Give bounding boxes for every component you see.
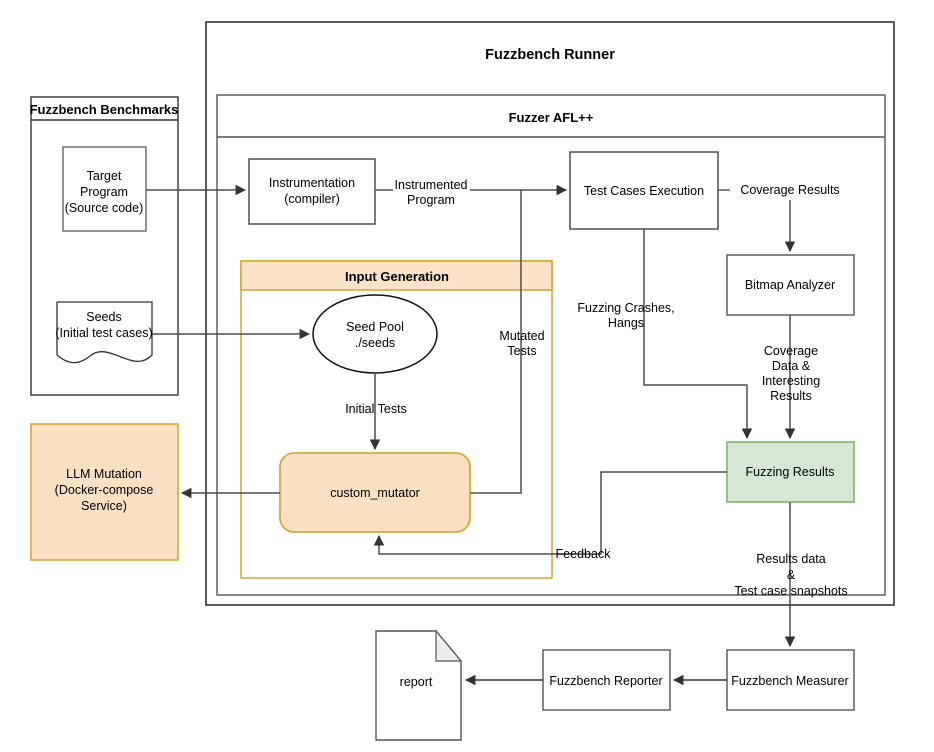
edge-custom-mutator-to-test-cases-execution: Mutated Tests [470,190,545,494]
seeds-line2: (Initial test cases) [55,326,152,340]
edge-label-mutated-tests-line2: Tests [507,344,536,358]
seeds-line1: Seeds [86,310,121,324]
edge-label-coverage-data-line3: Interesting [762,374,820,388]
edge-line [373,471,727,555]
edge-label-coverage-data-line2: Data & [772,359,811,373]
node-seed-pool[interactable]: Seed Pool ./seeds [312,294,438,374]
edge-test-cases-execution-to-fuzzing-results: Fuzzing Crashes, Hangs [577,229,753,440]
edge-label-coverage-results: Coverage Results [740,183,839,197]
edge-label-coverage-data-line4: Results [770,389,812,403]
node-llm-mutation[interactable]: LLM Mutation (Docker-compose Service) [30,423,179,561]
edge-label-feedback: Feedback [556,547,612,561]
seed-pool-line2: ./seeds [355,336,395,350]
seed-pool-ellipse[interactable] [312,294,438,374]
fuzzbench-benchmarks-title: Fuzzbench Benchmarks [30,102,179,117]
input-generation-header-band [240,260,553,291]
node-custom-mutator[interactable]: custom_mutator [279,452,471,533]
node-fuzzbench-measurer[interactable]: Fuzzbench Measurer [726,649,855,711]
edge-instrumentation-to-test-cases-execution: Instrumented Program [375,178,568,207]
fuzzbench-reporter-box[interactable] [542,649,671,711]
node-target-program[interactable]: Target Program (Source code) [62,146,147,232]
target-program-line2: Program [80,185,128,199]
instrumentation-line2: (compiler) [284,192,340,206]
seed-pool-line1: Seed Pool [346,320,404,334]
llm-mutation-line3: Service) [81,499,127,513]
edge-bitmap-analyzer-to-fuzzing-results: Coverage Data & Interesting Results [762,315,820,440]
fuzzing-results-label: Fuzzing Results [746,465,835,479]
edge-label-results-data-line2: & [787,568,796,582]
fuzzbench-runner-title: Fuzzbench Runner [485,47,615,63]
report-label: report [400,675,433,689]
edge-fuzzing-results-to-custom-mutator: Feedback [373,471,727,561]
test-cases-execution-label: Test Cases Execution [584,184,704,198]
instrumentation-line1: Instrumentation [269,176,355,190]
llm-mutation-box[interactable] [30,423,179,561]
report-fold-corner-icon [435,629,463,662]
fuzzbench-measurer-label: Fuzzbench Measurer [731,674,848,688]
fuzzbench-reporter-label: Fuzzbench Reporter [549,674,662,688]
node-bitmap-analyzer[interactable]: Bitmap Analyzer [726,254,855,316]
bitmap-analyzer-box[interactable] [726,254,855,316]
test-cases-execution-box[interactable] [569,151,719,230]
edge-fuzzing-results-to-fuzzbench-measurer: Results data & Test case snapshots [734,502,848,648]
target-program-line3: (Source code) [65,201,144,215]
edge-label-results-data-line1: Results data [756,552,826,566]
edge-label-fuzzing-crashes-line1: Fuzzing Crashes, [577,301,674,315]
node-fuzzing-results[interactable]: Fuzzing Results [726,441,855,503]
seeds-document-shape[interactable] [56,301,153,364]
edge-test-cases-execution-to-bitmap-analyzer: Coverage Results [718,183,840,253]
node-report[interactable]: report [375,629,463,741]
node-test-cases-execution[interactable]: Test Cases Execution [569,151,719,230]
fuzzer-aflpp-title: Fuzzer AFL++ [509,110,594,125]
edge-label-results-data-line3: Test case snapshots [734,584,847,598]
node-instrumentation[interactable]: Instrumentation (compiler) [248,158,376,225]
llm-mutation-line1: LLM Mutation [66,467,142,481]
edge-label-coverage-data-line1: Coverage [764,344,818,358]
custom-mutator-label: custom_mutator [330,486,420,500]
node-fuzzbench-reporter[interactable]: Fuzzbench Reporter [542,649,671,711]
input-generation-title: Input Generation [345,269,449,284]
edge-label-initial-tests: Initial Tests [345,402,407,416]
edge-line [643,229,753,440]
node-seeds[interactable]: Seeds (Initial test cases) [55,301,153,364]
target-program-box[interactable] [62,146,147,232]
edge-line [470,190,522,494]
edge-label-mutated-tests-line1: Mutated [499,329,544,343]
llm-mutation-line2: (Docker-compose [55,483,154,497]
edge-label-instrumented-program-line2: Program [407,193,455,207]
edge-label-fuzzing-crashes-line2: Hangs [608,316,644,330]
fuzzbench-measurer-box[interactable] [726,649,855,711]
bitmap-analyzer-label: Bitmap Analyzer [745,278,835,292]
edge-seed-pool-to-custom-mutator: Initial Tests [345,373,407,451]
target-program-line1: Target [87,169,122,183]
edge-label-instrumented-program-line1: Instrumented [395,178,468,192]
instrumentation-box[interactable] [248,158,376,225]
